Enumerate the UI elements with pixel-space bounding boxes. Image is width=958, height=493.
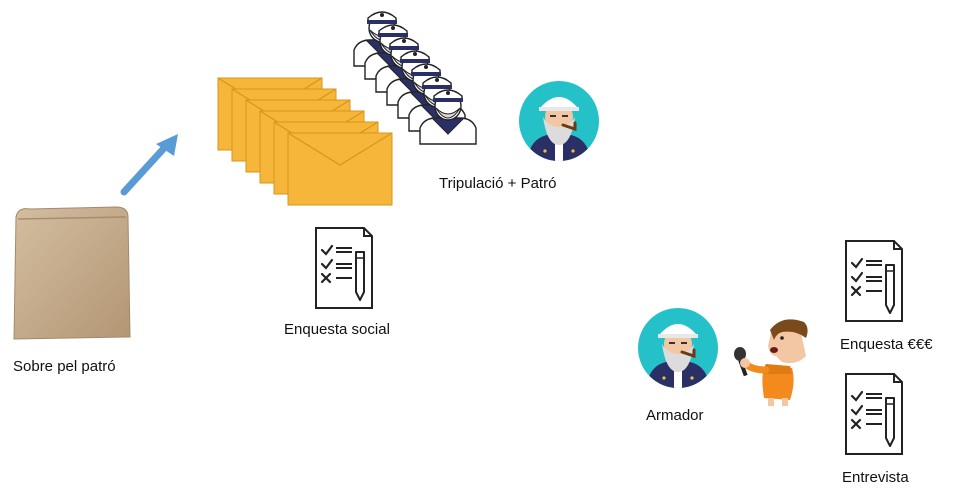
sailor-figure xyxy=(419,89,477,145)
checklist-icon xyxy=(312,226,378,310)
sailor-crew-icon xyxy=(352,6,498,166)
captain-avatar-icon xyxy=(517,79,601,163)
crew-label: Tripulació + Patró xyxy=(439,175,557,192)
checklist-icon xyxy=(842,372,908,456)
reporter-microphone-icon xyxy=(730,312,814,408)
envelope-label: Sobre pel patró xyxy=(13,358,116,375)
checklist-icon xyxy=(842,239,908,323)
arrow-icon xyxy=(118,130,184,196)
interview-label: Entrevista xyxy=(842,469,909,486)
owner-avatar-icon xyxy=(636,306,720,390)
brown-envelope-icon xyxy=(12,203,134,341)
survey-social-label: Enquesta social xyxy=(284,321,390,338)
survey-money-label: Enquesta €€€ xyxy=(840,336,933,353)
envelope-item xyxy=(287,132,393,206)
yellow-envelopes-icon xyxy=(216,76,396,216)
owner-label: Armador xyxy=(646,407,704,424)
